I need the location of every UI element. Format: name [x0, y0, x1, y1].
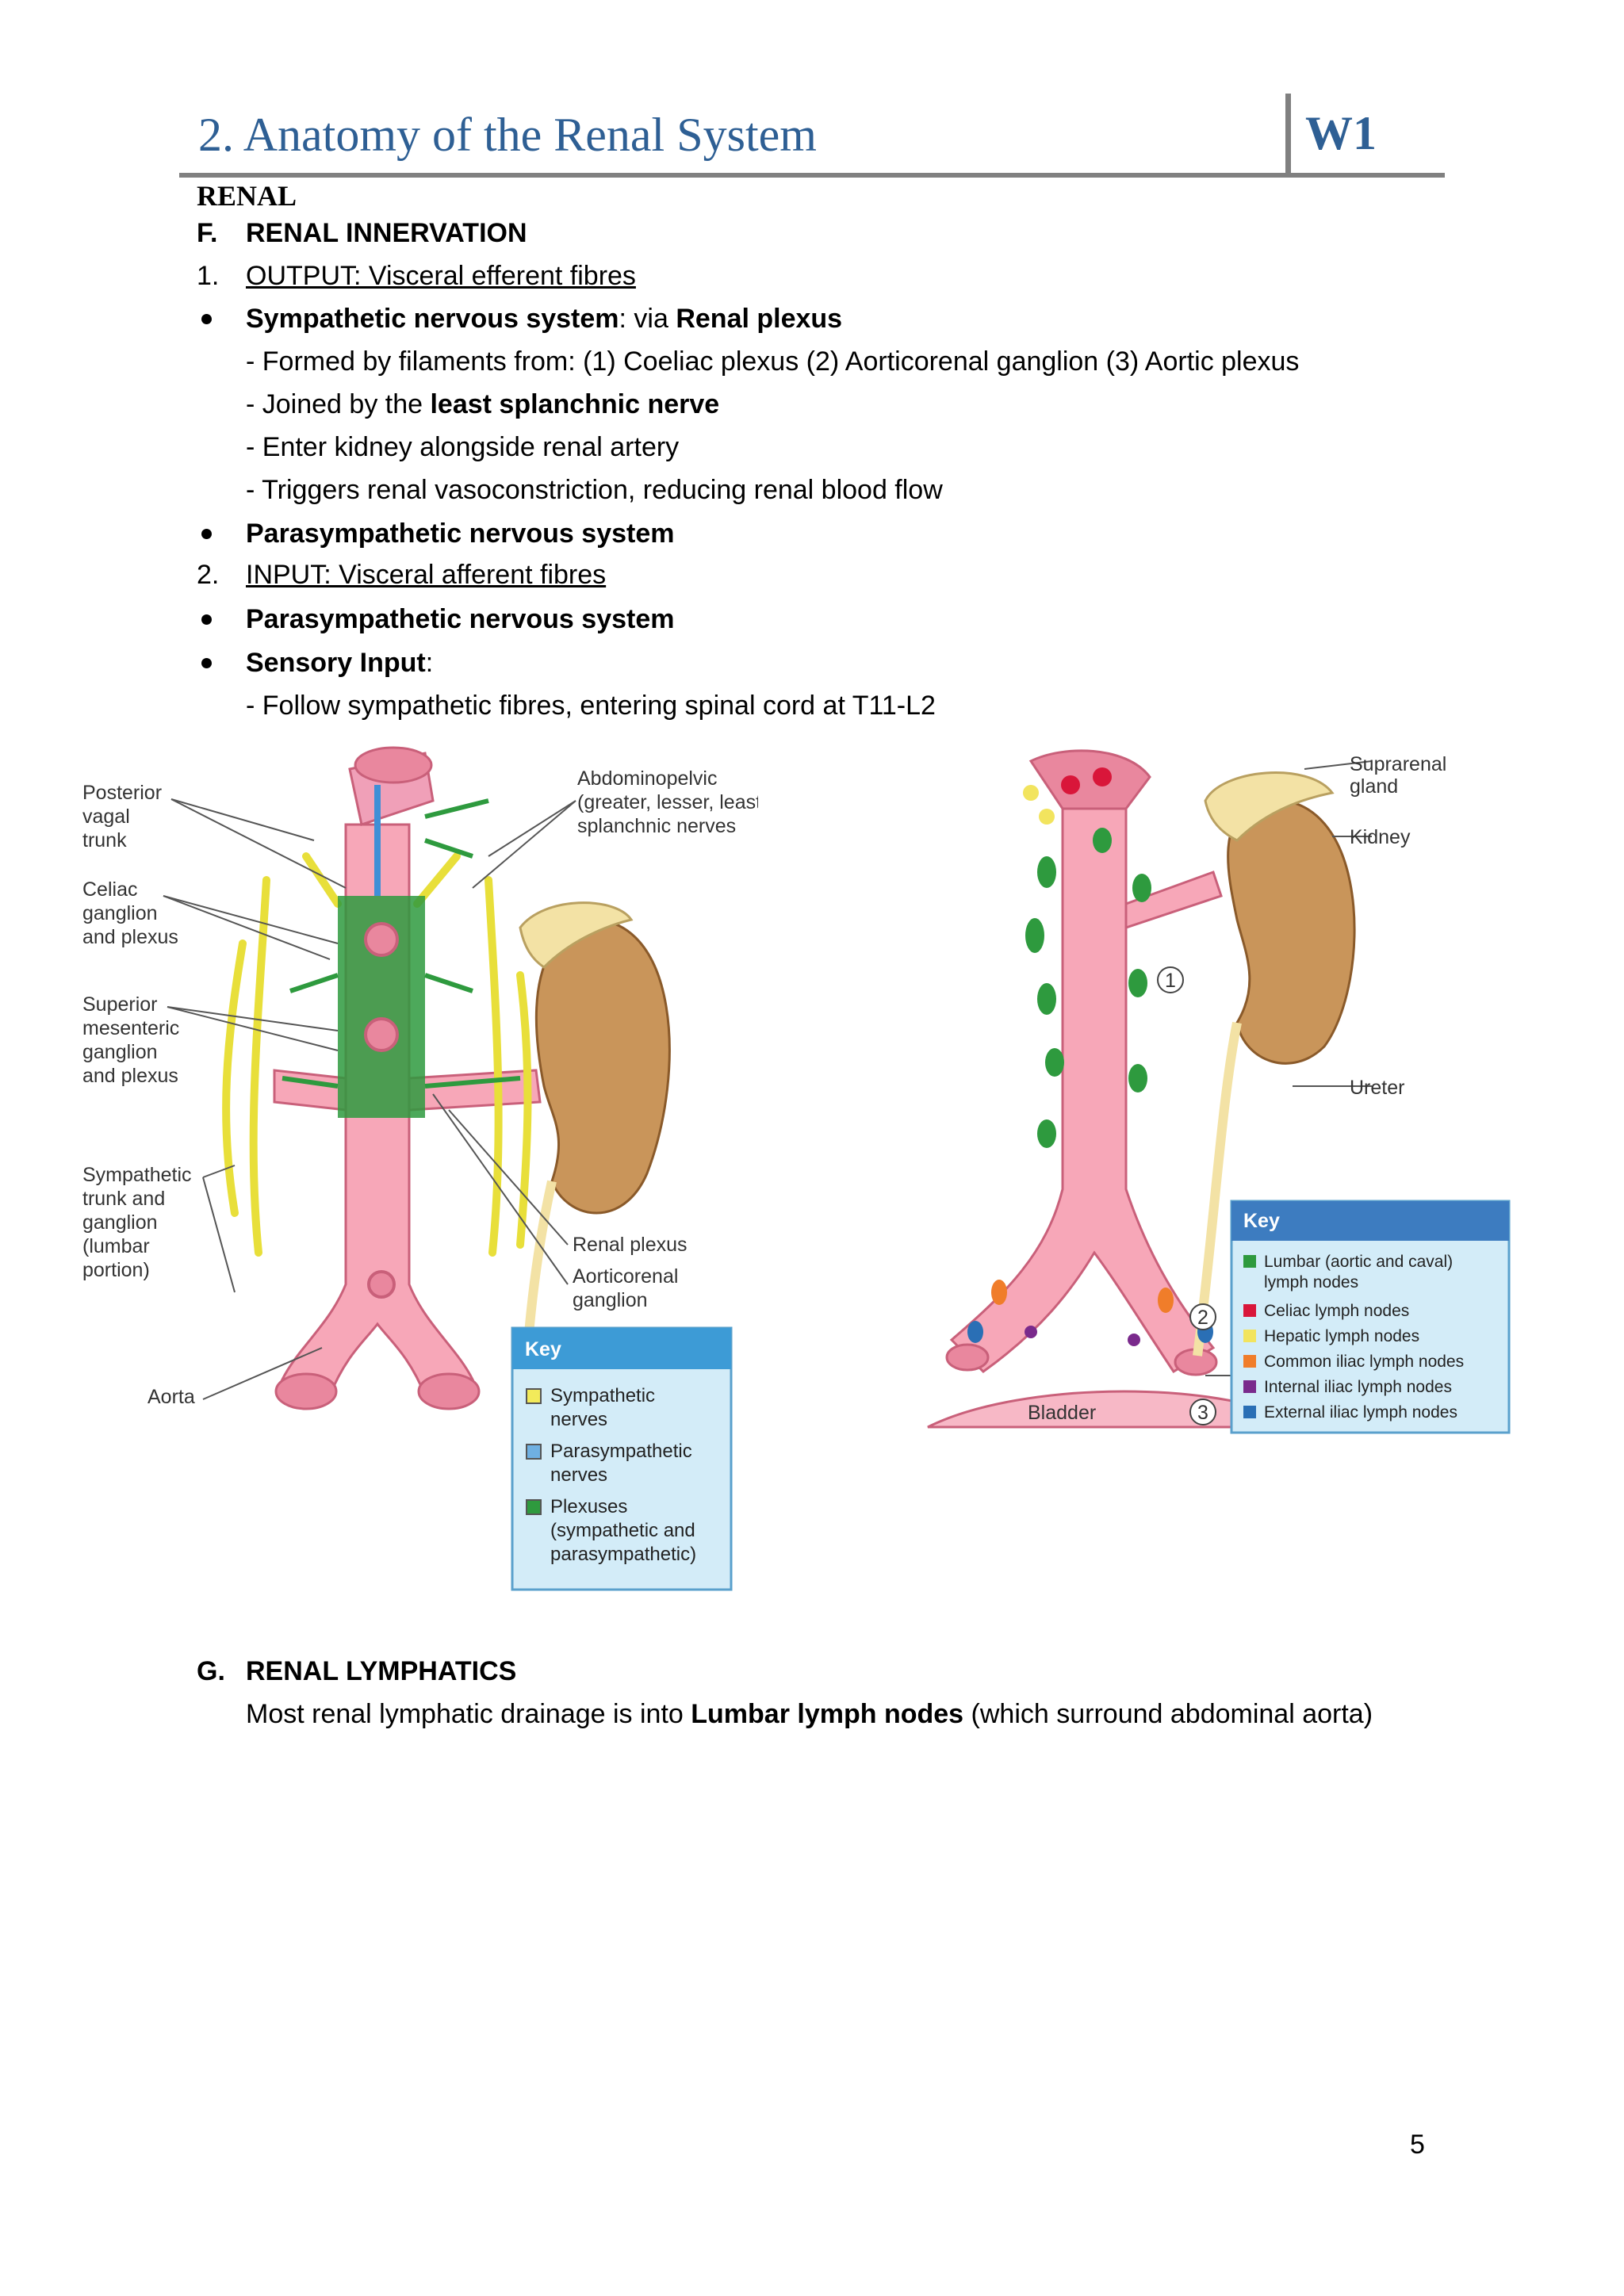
label-abdominopelvic: Abdominopelvic (greater, lesser, least) …: [577, 767, 758, 837]
label-ureter: Ureter: [1350, 1077, 1404, 1099]
kidney-illustration: [534, 918, 671, 1215]
key-swatch-internal-iliac: [1243, 1380, 1256, 1393]
label-aorticorenal-ganglion: Aorticorenal ganglion: [573, 1265, 684, 1311]
key-swatch-celiac: [1243, 1304, 1256, 1317]
sympathetic-term: Sympathetic nervous system: [246, 304, 619, 334]
page-number: 5: [1410, 2130, 1425, 2160]
lymphatics-figure: 1 2 3 Suprarenal gland Kidney Ureter Bla…: [927, 749, 1511, 1434]
label-bladder: Bladder: [1028, 1402, 1096, 1424]
sensory-term: Sensory Input: [246, 648, 426, 678]
key-swatch-common-iliac: [1243, 1355, 1256, 1368]
key-swatch-hepatic: [1243, 1330, 1256, 1342]
plexus-branches: [282, 798, 521, 1089]
page-header: 2. Anatomy of the Renal System W1: [179, 94, 1445, 178]
plexus-illustration: [338, 896, 425, 1118]
key-title: Key: [525, 1338, 561, 1360]
key-swatch-plexuses: [526, 1499, 542, 1515]
key-label-plexuses: Plexuses (sympathetic and parasympatheti…: [550, 1496, 700, 1565]
key-label-sympathetic: Sympathetic nerves: [550, 1385, 661, 1430]
sympathetic-via: : via: [619, 304, 676, 334]
least-splanchnic-term: least splanchnic nerve: [430, 389, 720, 419]
renal-artery-illustration: [1124, 871, 1223, 930]
key-label-parasympathetic: Parasympathetic nerves: [550, 1441, 697, 1486]
marker-1: 1: [1165, 970, 1176, 992]
header-divider: [1285, 94, 1291, 176]
heading-renal-innervation: RENAL INNERVATION: [246, 218, 527, 248]
adrenal-gland-illustration: [1204, 771, 1335, 842]
label-celiac-ganglion: Celiac ganglion and plexus: [82, 878, 178, 948]
marker-3: 3: [1197, 1402, 1208, 1424]
key-label-external-iliac: External iliac lymph nodes: [1264, 1403, 1457, 1422]
item-number-1: 1.: [197, 261, 220, 291]
heading-letter-g: G.: [197, 1656, 225, 1686]
sympathetic-line: Sympathetic nervous system: via Renal pl…: [246, 301, 842, 336]
label-aorta: Aorta: [147, 1386, 195, 1408]
label-sympathetic-trunk: Sympathetic trunk and ganglion (lumbar p…: [82, 1164, 197, 1281]
innervation-figure: Posterior vagal trunk Celiac ganglion an…: [82, 746, 758, 1591]
sympathetic-detail-enter: - Enter kidney alongside renal artery: [246, 432, 680, 462]
key-swatch-external-iliac: [1243, 1406, 1256, 1418]
marker-2: 2: [1197, 1307, 1208, 1329]
header-underline: [179, 173, 1445, 178]
label-suprarenal-gland: Suprarenal gland: [1350, 753, 1452, 798]
key-swatch-lumbar: [1243, 1255, 1256, 1268]
innervation-key: Key Sympathetic nerves Parasympathetic n…: [511, 1326, 733, 1591]
key-swatch-sympathetic: [526, 1388, 542, 1404]
esophagus-opening: [354, 746, 433, 784]
iliac-opening-right: [417, 1372, 481, 1410]
lymphatics-pre: Most renal lymphatic drainage is into: [246, 1699, 691, 1729]
key-label-celiac: Celiac lymph nodes: [1264, 1302, 1409, 1320]
ima-opening: [367, 1270, 396, 1299]
lymph-nodes: [967, 767, 1213, 1346]
iliac-opening-left: [945, 1343, 990, 1372]
key-label-common-iliac: Common iliac lymph nodes: [1264, 1353, 1464, 1371]
sympathetic-detail-formed: - Formed by filaments from: (1) Coeliac …: [246, 346, 1300, 377]
bullet-dot: [201, 658, 212, 668]
upper-vessels: [1028, 749, 1151, 810]
week-code: W1: [1305, 107, 1377, 159]
sensory-line: Sensory Input:: [246, 645, 433, 680]
key-label-hepatic: Hepatic lymph nodes: [1264, 1327, 1419, 1345]
heading-letter-f: F.: [197, 218, 218, 248]
sympathetic-detail-joined: - Joined by the least splanchnic nerve: [246, 387, 719, 422]
lymphatics-post: (which surround abdominal aorta): [963, 1699, 1373, 1729]
key-swatch-parasympathetic: [526, 1444, 542, 1460]
heading-renal-lymphatics: RENAL LYMPHATICS: [246, 1656, 517, 1686]
page-title: 2. Anatomy of the Renal System: [198, 109, 817, 161]
key-label-lumbar: Lumbar (aortic and caval) lymph nodes: [1264, 1253, 1457, 1292]
bullet-dot: [201, 614, 212, 625]
label-kidney: Kidney: [1350, 826, 1411, 848]
bullet-dot: [201, 529, 212, 539]
sma-opening: [364, 1017, 399, 1052]
output-heading: OUTPUT: Visceral efferent fibres: [246, 261, 636, 291]
leader-lines: [163, 798, 576, 1400]
joined-text: - Joined by the: [246, 389, 431, 419]
label-renal-plexus: Renal plexus: [573, 1234, 688, 1256]
kidney-illustration: [1227, 798, 1356, 1065]
parasympathetic-input: Parasympathetic nervous system: [246, 604, 675, 634]
renal-artery-right: [408, 1069, 542, 1112]
adrenal-gland-illustration: [519, 901, 634, 969]
label-superior-mesenteric: Superior mesenteric ganglion and plexus: [82, 993, 185, 1087]
sensory-detail: - Follow sympathetic fibres, entering sp…: [246, 691, 936, 721]
label-posterior-vagal-trunk: Posterior vagal trunk: [82, 782, 167, 851]
lymphatics-key: Key Lumbar (aortic and caval) lymph node…: [1230, 1200, 1511, 1434]
lumbar-lymph-nodes-term: Lumbar lymph nodes: [691, 1699, 964, 1729]
sensory-colon: :: [425, 648, 434, 678]
renal-plexus-term: Renal plexus: [676, 304, 843, 334]
iliac-opening-left: [274, 1372, 338, 1410]
bullet-dot: [201, 314, 212, 324]
input-heading: INPUT: Visceral afferent fibres: [246, 560, 607, 590]
parasympathetic-output: Parasympathetic nervous system: [246, 519, 675, 549]
sympathetic-detail-triggers: - Triggers renal vasoconstriction, reduc…: [246, 475, 943, 505]
key-label-internal-iliac: Internal iliac lymph nodes: [1264, 1378, 1452, 1396]
celiac-trunk-opening: [364, 922, 399, 957]
item-number-2: 2.: [197, 560, 220, 590]
section-label: RENAL: [197, 180, 297, 212]
key-title: Key: [1243, 1210, 1280, 1232]
lymphatics-text: Most renal lymphatic drainage is into Lu…: [246, 1697, 1373, 1732]
numbered-markers: 1 2 3: [1157, 966, 1216, 1425]
